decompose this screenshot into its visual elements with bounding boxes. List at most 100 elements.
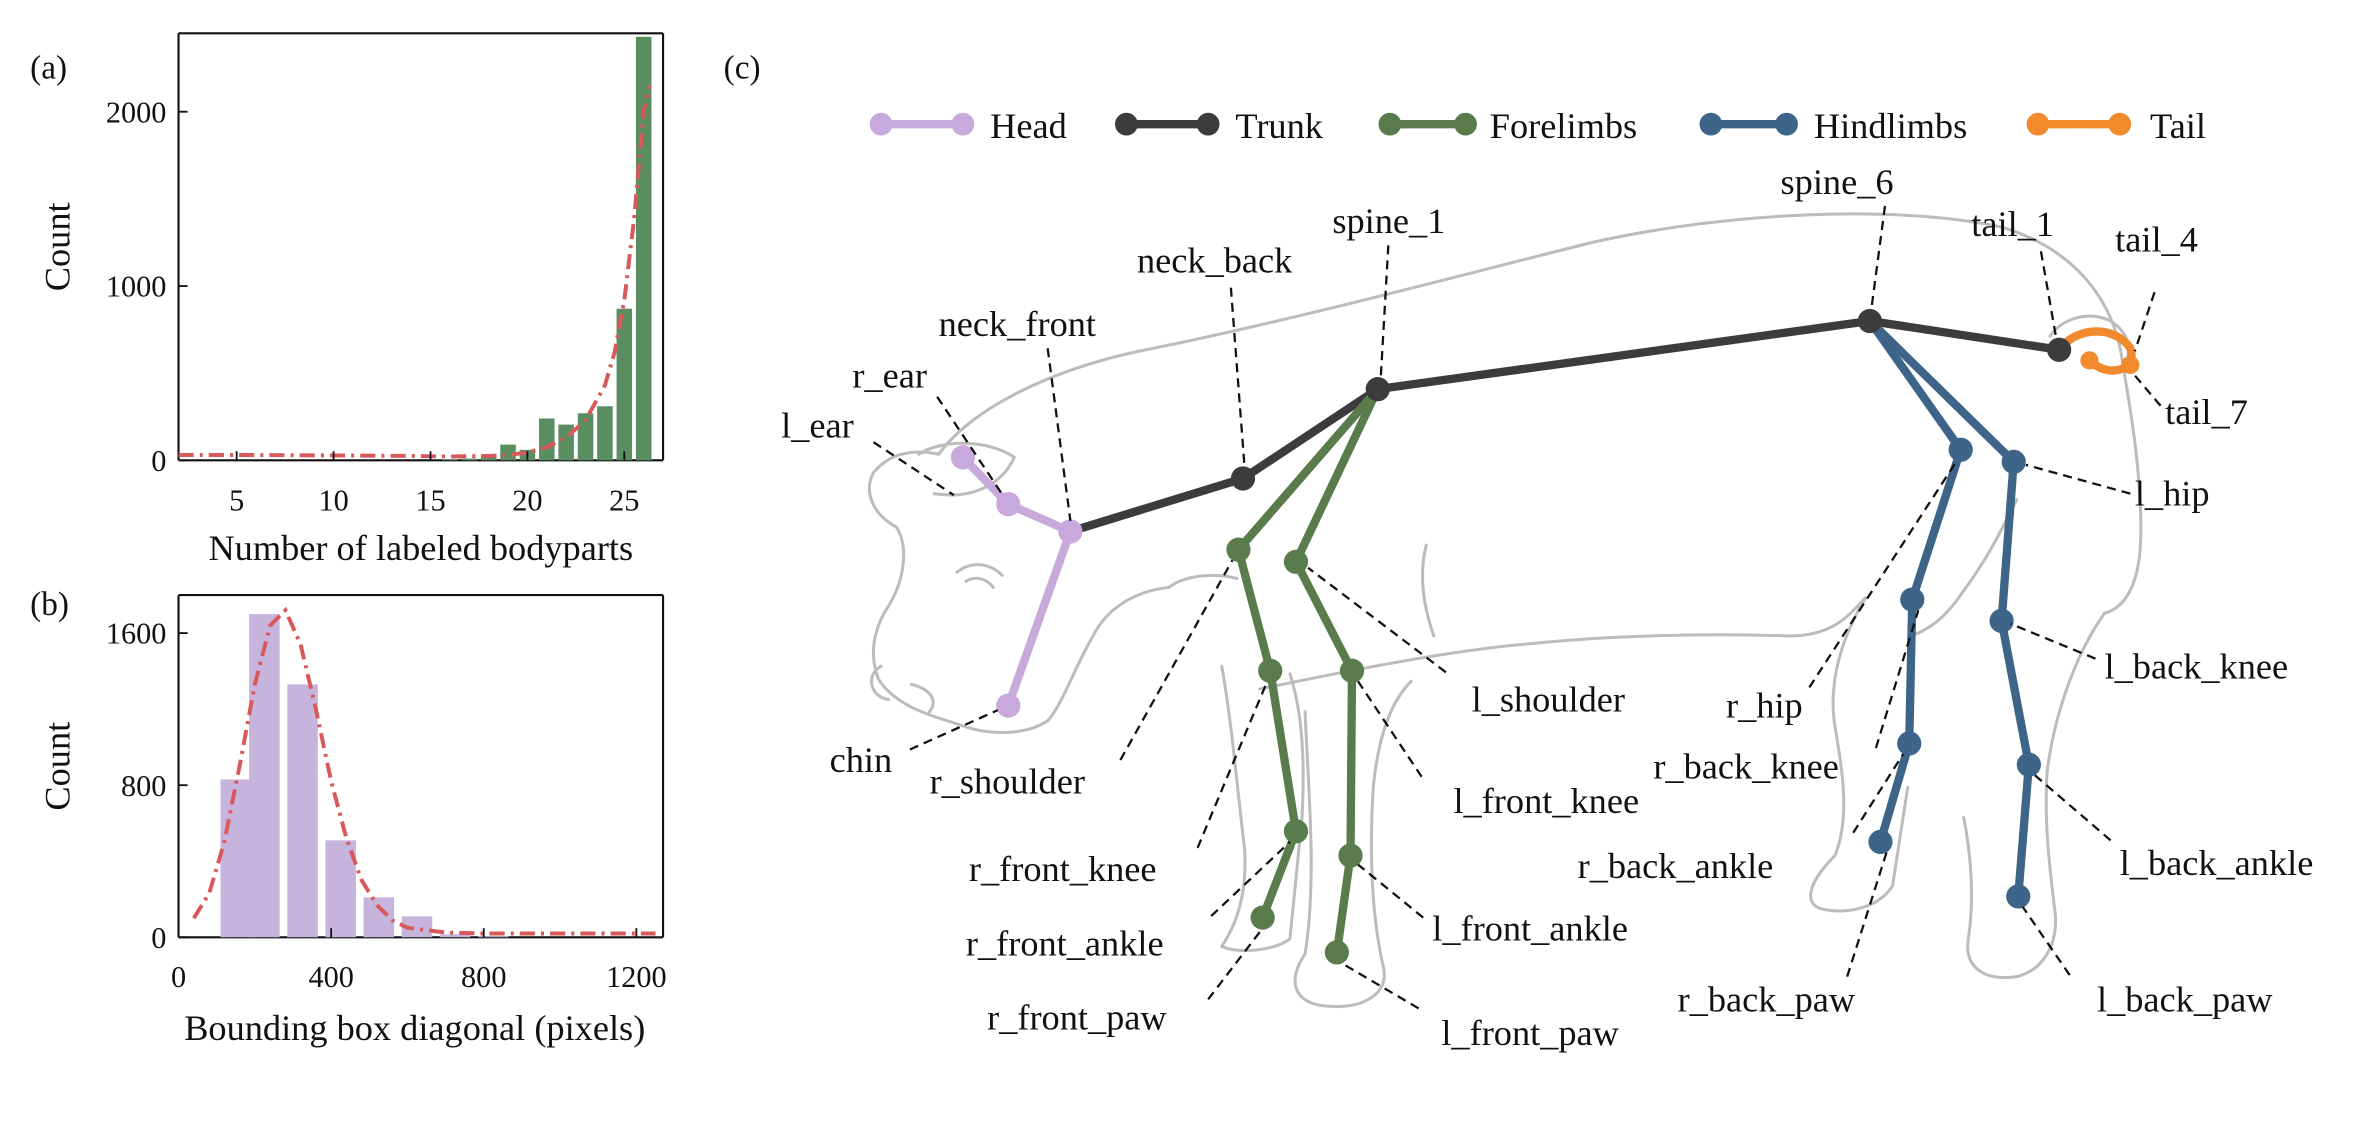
- keypoint-l-front-ankle: [1338, 843, 1363, 868]
- label-l-back-paw: l_back_paw: [2097, 979, 2273, 1019]
- keypoint-r-shoulder: [1226, 537, 1251, 562]
- a-bar-6: [558, 424, 574, 461]
- legend-item-trunk: Trunk: [1115, 106, 1324, 146]
- label-l-shoulder: l_shoulder: [1472, 680, 1625, 720]
- label-tail-7: tail_7: [2165, 392, 2248, 432]
- a-bar-5: [539, 418, 555, 461]
- legend-dot-head-end: [951, 112, 975, 136]
- a-y-label: Count: [38, 202, 78, 291]
- leader-tail-4: [2133, 291, 2156, 352]
- panel-label-c: (c): [724, 50, 761, 87]
- leader-l-front-paw: [1340, 962, 1420, 1010]
- b-bar-7: [478, 936, 509, 938]
- legend-dot-head-start: [869, 112, 893, 136]
- leader-l-back-paw: [2021, 906, 2071, 976]
- skeleton-legend: Head Trunk Forelimbs Hindlimbs: [869, 106, 2206, 146]
- b-bar-3: [325, 840, 356, 938]
- pig-eye: [955, 563, 1004, 590]
- label-l-front-ankle: l_front_ankle: [1432, 908, 1628, 948]
- legend-label-hindlimbs: Hindlimbs: [1814, 106, 1967, 146]
- keypoint-chin: [996, 693, 1021, 718]
- legend-label-forelimbs: Forelimbs: [1490, 106, 1637, 146]
- pig-ear: [917, 441, 1016, 497]
- b-ytick-label-1: 800: [121, 769, 166, 803]
- label-l-front-knee: l_front_knee: [1453, 781, 1639, 821]
- b-xtick-label-0: 0: [171, 960, 186, 994]
- a-bar-9: [616, 308, 633, 461]
- head-line-ears: [958, 453, 1075, 536]
- legend-dot-trunk-end: [1196, 112, 1220, 136]
- b-x-label: Bounding box diagonal (pixels): [184, 1008, 645, 1048]
- leader-l-ear: [872, 441, 955, 497]
- legend-label-head: Head: [990, 106, 1067, 146]
- a-xtick-label-2: 15: [415, 483, 445, 517]
- a-xtick-label-4: 25: [609, 483, 639, 517]
- label-r-ear: r_ear: [852, 356, 927, 396]
- label-l-ear: l_ear: [781, 406, 854, 446]
- b-ytick-label-0: 0: [151, 921, 166, 955]
- keypoint-l-back-knee: [1989, 608, 2014, 633]
- keypoint-r-back-ankle: [1897, 731, 1922, 756]
- a-xtick-label-1: 10: [318, 483, 348, 517]
- pig-hind-leg-l: [1962, 611, 2107, 980]
- a-fit-curve: [178, 85, 652, 459]
- keypoint-l-front-knee: [1339, 658, 1365, 683]
- keypoint-tail-1: [2047, 337, 2072, 362]
- keypoint-tail-7: [2121, 355, 2140, 374]
- keypoint-r-front-paw: [1250, 905, 1275, 930]
- b-bar-4: [363, 897, 395, 938]
- pig-back-contour: [937, 212, 2143, 615]
- a-bar-10: [635, 36, 652, 461]
- legend-item-tail: Tail: [2026, 106, 2206, 146]
- pig-jaw: [1046, 585, 1171, 723]
- b-bar-5: [401, 916, 433, 938]
- leader-r-front-knee: [1196, 680, 1269, 849]
- b-bar-0: [220, 779, 252, 938]
- keypoint-neck-front: [1058, 519, 1083, 544]
- panel-label-b: (b): [30, 586, 69, 623]
- label-l-back-knee: l_back_knee: [2105, 646, 2289, 686]
- keypoint-r-hip: [1948, 437, 1973, 462]
- legend-dot-trunk-start: [1115, 112, 1138, 136]
- b-bar-1: [249, 614, 280, 938]
- label-r-shoulder: r_shoulder: [930, 761, 1085, 801]
- leader-l-front-knee: [1357, 680, 1423, 778]
- keypoint-r-ear: [996, 492, 1021, 517]
- b-bars: [220, 614, 509, 938]
- label-r-back-knee: r_back_knee: [1653, 746, 1839, 786]
- pig-front-leg-l: [1293, 679, 1413, 1008]
- b-bar-6: [439, 934, 471, 938]
- leader-r-front-paw: [1207, 927, 1264, 1001]
- a-bars: [442, 36, 652, 461]
- skeleton-keypoints: [950, 308, 2140, 965]
- trunk-line: [1066, 316, 2064, 536]
- label-l-front-paw: l_front_paw: [1441, 1013, 1619, 1053]
- keypoint-l-ear: [950, 445, 975, 470]
- keypoint-l-back-ankle: [2016, 752, 2041, 777]
- label-tail-4: tail_4: [2115, 219, 2198, 259]
- panel-c: (c) Head Trunk Forelimbs: [724, 50, 2314, 1053]
- legend-dot-forelimbs-start: [1378, 112, 1402, 136]
- head-line-chin: [1004, 527, 1075, 710]
- panel-label-a: (a): [30, 50, 67, 87]
- keypoint-labels: l_ear r_ear neck_front neck_back spine_1…: [781, 162, 2313, 1053]
- legend-dot-forelimbs-end: [1454, 112, 1477, 136]
- label-spine-1: spine_1: [1332, 201, 1445, 241]
- a-ytick-label-1: 1000: [106, 270, 167, 304]
- a-bar-0: [442, 459, 458, 461]
- legend-dot-tail-end: [2108, 112, 2132, 136]
- pig-front-shoulder: [1167, 543, 1436, 638]
- leader-tail-1: [2039, 251, 2058, 338]
- leader-r-back-paw: [1846, 852, 1888, 977]
- a-bar-7: [577, 413, 594, 461]
- keypoint-tail-4: [2080, 351, 2099, 370]
- leader-spine-1: [1379, 245, 1390, 378]
- leader-l-back-ankle: [2034, 774, 2112, 842]
- a-bar-1: [461, 458, 478, 461]
- leader-neck-back: [1229, 287, 1246, 467]
- leader-r-hip: [1808, 461, 1958, 689]
- legend-item-forelimbs: Forelimbs: [1378, 106, 1637, 146]
